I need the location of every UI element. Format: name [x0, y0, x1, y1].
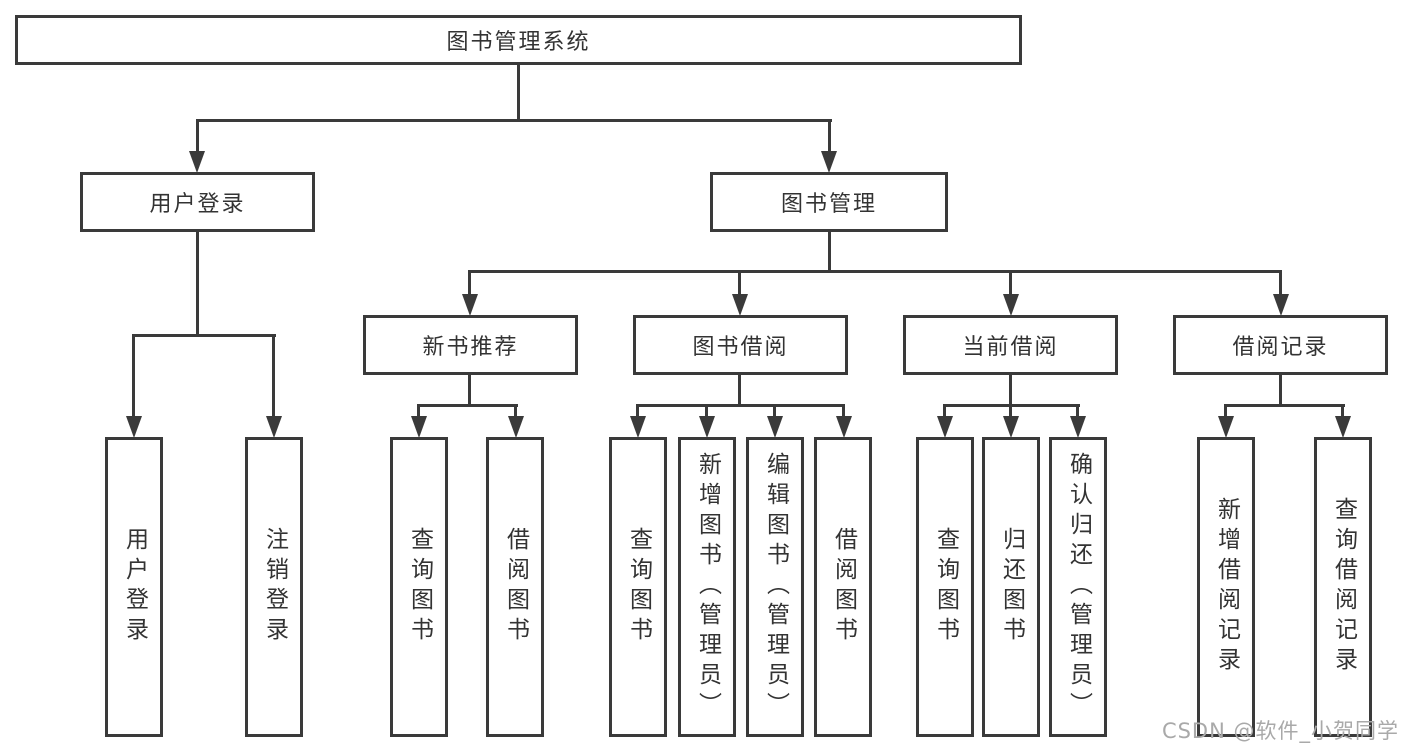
arrowhead-down [1003, 294, 1019, 316]
node-current-borrow: 当前借阅 [903, 315, 1118, 375]
connector-stub [738, 375, 741, 407]
connector-level2-hline [468, 270, 1282, 273]
connector-hline [417, 404, 518, 407]
node-root-system: 图书管理系统 [15, 15, 1022, 65]
connector-stub [514, 404, 517, 417]
connector-stub [272, 334, 275, 418]
connector-stub [1224, 404, 1227, 417]
node-user-login-group: 用户登录 [80, 172, 315, 232]
arrowhead-down [126, 416, 142, 438]
arrowhead-down [630, 416, 646, 438]
connector-stub [1279, 375, 1282, 407]
node-new-book-recommend: 新书推荐 [363, 315, 578, 375]
connector-bookmgmt-stub [828, 232, 831, 273]
connector-stub [636, 404, 639, 417]
connector-stub [943, 404, 946, 417]
connector-stub [1076, 404, 1079, 417]
node-leaf-query-books-1: 查询图书 [390, 437, 448, 737]
connector-stub [196, 119, 199, 152]
arrowhead-down [1003, 416, 1019, 438]
arrowhead-down [821, 151, 837, 173]
node-leaf-query-books-3: 查询图书 [916, 437, 974, 737]
node-book-management: 图书管理 [710, 172, 948, 232]
connector-stub [1341, 404, 1344, 417]
node-leaf-logout: 注销登录 [245, 437, 303, 737]
connector-stub [468, 375, 471, 407]
node-leaf-query-borrow-record: 查询借阅记录 [1314, 437, 1372, 737]
connector-root-stub [517, 65, 520, 121]
arrowhead-down [1335, 416, 1351, 438]
connector-stub [828, 119, 831, 152]
connector-userlogin-hline [132, 334, 276, 337]
arrowhead-down [508, 416, 524, 438]
node-leaf-add-books-admin: 新增图书（管理员） [678, 437, 736, 737]
arrowhead-down [937, 416, 953, 438]
connector-stub [1009, 404, 1012, 417]
arrowhead-down [767, 416, 783, 438]
connector-stub [1279, 270, 1282, 295]
arrowhead-down [411, 416, 427, 438]
connector-hline [1224, 404, 1345, 407]
connector-stub [417, 404, 420, 417]
connector-stub [132, 334, 135, 418]
arrowhead-down [189, 151, 205, 173]
node-leaf-user-login: 用户登录 [105, 437, 163, 737]
node-book-borrow: 图书借阅 [633, 315, 848, 375]
node-leaf-query-books-2: 查询图书 [609, 437, 667, 737]
arrowhead-down [1218, 416, 1234, 438]
node-leaf-confirm-return-admin: 确认归还（管理员） [1049, 437, 1107, 737]
node-leaf-return-books: 归还图书 [982, 437, 1040, 737]
connector-stub [773, 404, 776, 417]
arrowhead-down [266, 416, 282, 438]
connector-stub [1009, 375, 1012, 407]
node-leaf-borrow-books-2: 借阅图书 [814, 437, 872, 737]
connector-level1-hline [196, 119, 832, 122]
connector-stub [842, 404, 845, 417]
connector-hline [636, 404, 845, 407]
connector-stub [468, 270, 471, 295]
arrowhead-down [732, 294, 748, 316]
arrowhead-down [836, 416, 852, 438]
connector-stub [1009, 270, 1012, 295]
csdn-watermark: CSDN @软件_小贺同学 [1161, 719, 1399, 743]
node-leaf-add-borrow-record: 新增借阅记录 [1197, 437, 1255, 737]
connector-stub [738, 270, 741, 295]
connector-userlogin-stub [196, 232, 199, 337]
arrowhead-down [462, 294, 478, 316]
arrowhead-down [1070, 416, 1086, 438]
node-leaf-borrow-books-1: 借阅图书 [486, 437, 544, 737]
node-leaf-edit-books-admin: 编辑图书（管理员） [746, 437, 804, 737]
node-borrow-records: 借阅记录 [1173, 315, 1388, 375]
arrowhead-down [1273, 294, 1289, 316]
connector-stub [705, 404, 708, 417]
arrowhead-down [699, 416, 715, 438]
